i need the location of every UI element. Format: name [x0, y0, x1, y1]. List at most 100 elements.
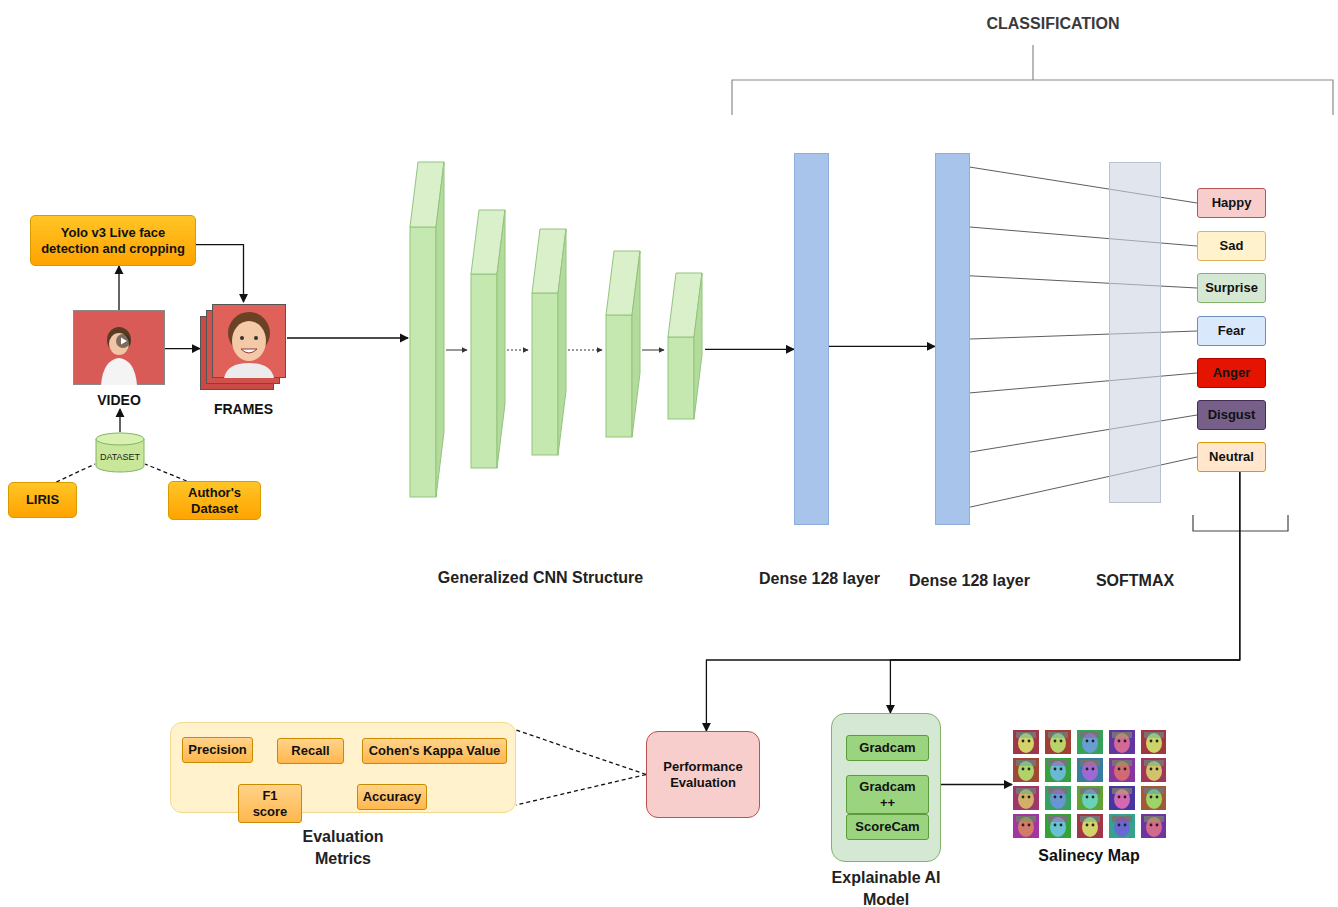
node-text: LIRIS [26, 492, 59, 508]
connector [970, 331, 1197, 339]
illustration-part [1048, 760, 1068, 766]
connector [706, 472, 1239, 731]
connector [829, 346, 935, 347]
video-illustration [73, 310, 165, 385]
xai-method-box: ScoreCam [846, 814, 929, 840]
class-box: Sad [1197, 231, 1266, 261]
illustration-part [1016, 788, 1036, 794]
illustration-part [1077, 730, 1103, 754]
illustration-part [1080, 760, 1100, 766]
node-text: VIDEO [73, 391, 165, 409]
metric-box: F1 score [238, 784, 302, 823]
illustration-part [1141, 730, 1166, 754]
node-text: Yolo v3 Live face detection and cropping [36, 225, 190, 256]
section-label: CLASSIFICATION [986, 15, 1119, 33]
node-text: Happy [1212, 195, 1252, 211]
illustration-part [1112, 788, 1132, 794]
node-text: Fear [1218, 323, 1245, 339]
illustration-part [1060, 768, 1063, 771]
node-text: Generalized CNN Structure [438, 567, 643, 589]
illustration-part [1054, 740, 1057, 743]
database-cylinder: DATASET [95, 432, 145, 473]
metric-box: Recall [277, 738, 344, 764]
process-box: Yolo v3 Live face detection and cropping [30, 215, 196, 266]
connector [705, 349, 794, 350]
node-text: Cohen's Kappa Value [369, 743, 501, 759]
class-box: Anger [1197, 358, 1266, 388]
illustration-part [1028, 824, 1031, 827]
illustration-part [116, 334, 130, 348]
metric-box: Accuracy [357, 784, 428, 810]
xai-method-box: Gradcam ++ [846, 775, 929, 814]
metric-box: Cohen's Kappa Value [362, 738, 507, 764]
connector [970, 167, 1197, 203]
cnn-layer-side [497, 210, 505, 468]
illustration-part [1060, 740, 1063, 743]
connector [941, 784, 1012, 785]
illustration-part [1118, 824, 1121, 827]
node-text: F1 score [244, 788, 296, 819]
node-text: Author's Dataset [174, 485, 255, 516]
illustration-part [1124, 740, 1127, 743]
node-text: Gradcam [859, 740, 915, 756]
illustration-part [1060, 824, 1063, 827]
cnn-inner-arrows [446, 350, 664, 351]
cnn-layer-side [558, 229, 566, 455]
illustration-part [1124, 796, 1127, 799]
illustration-part [1141, 758, 1166, 782]
illustration-part [1109, 758, 1135, 782]
illustration-part [1109, 730, 1135, 754]
node-text: Performance Evaluation [652, 759, 754, 790]
illustration-part [1022, 768, 1025, 771]
illustration-part [1016, 732, 1036, 738]
video-node: VIDEO [73, 310, 165, 409]
node-text: Salinecy Map [1012, 847, 1166, 865]
illustration-part [121, 338, 127, 345]
illustration-part [254, 336, 258, 340]
xai-panel: Explainable AI ModelGradcamGradcam ++Sco… [831, 713, 941, 862]
connector [516, 730, 646, 805]
dataset-box: Author's Dataset [168, 481, 261, 520]
connector [56, 464, 95, 482]
illustration-part [1016, 816, 1036, 822]
illustration-part [1013, 814, 1039, 838]
cnn-layer-face [668, 337, 694, 419]
classification-bracket [732, 45, 1333, 115]
connector [970, 415, 1197, 452]
illustration-part [74, 311, 165, 385]
node-text: Disgust [1208, 407, 1256, 423]
cnn-layer-face [471, 274, 497, 468]
connector [970, 457, 1197, 507]
node-text: Precision [188, 742, 247, 758]
frames-illustration [200, 302, 287, 390]
cnn-layer-side [694, 273, 702, 419]
class-box: Fear [1197, 316, 1266, 346]
illustration-part [1156, 824, 1159, 827]
sal-illustration [1012, 729, 1166, 839]
illustration-part [1077, 814, 1103, 838]
illustration-part [1144, 788, 1164, 794]
illustration-part [1144, 732, 1164, 738]
illustration-part [1060, 796, 1063, 799]
illustration-part [109, 333, 129, 355]
illustration-part [1080, 788, 1100, 794]
illustration-part [1028, 768, 1031, 771]
illustration-part [1045, 730, 1071, 754]
connector [970, 227, 1197, 246]
illustration-part [1112, 760, 1132, 766]
illustration-part [1086, 740, 1089, 743]
illustration-part [1080, 732, 1100, 738]
illustration-part [1141, 786, 1166, 810]
node-text: Gradcam ++ [852, 779, 923, 810]
illustration-part [96, 433, 144, 445]
illustration-part [1086, 824, 1089, 827]
output-bracket [1193, 515, 1288, 531]
node-text: DATASET [100, 452, 140, 462]
illustration-part [1028, 796, 1031, 799]
illustration-part [224, 363, 274, 378]
node-text: Evaluation Metrics [288, 826, 398, 870]
illustration-part [240, 336, 244, 340]
cnn-illustration [410, 162, 702, 497]
illustration-part [1054, 768, 1057, 771]
cnn-layer-face [532, 293, 558, 455]
